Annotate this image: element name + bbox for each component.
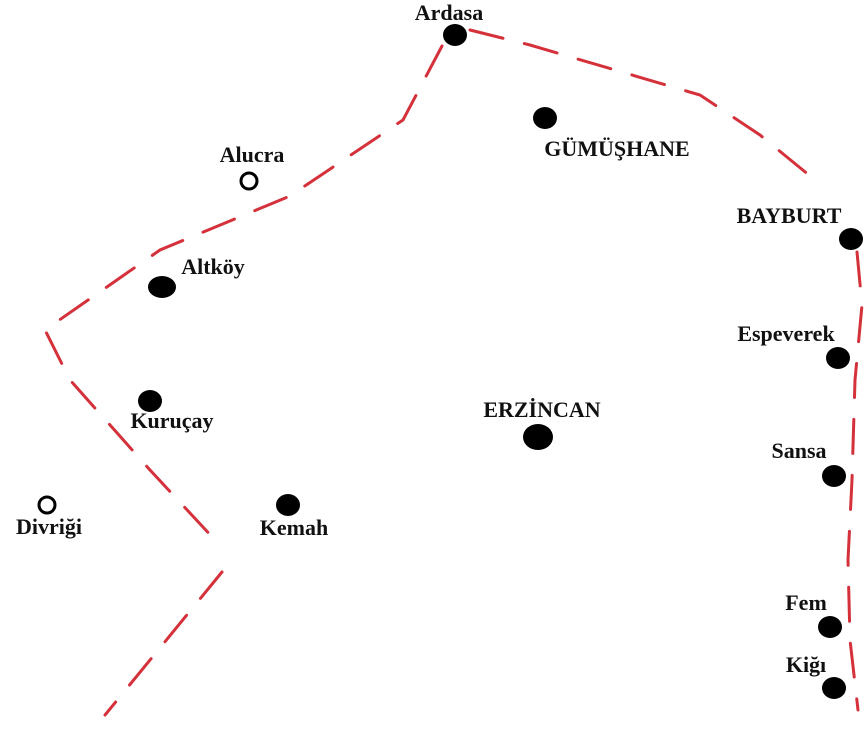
border-dash-segment xyxy=(103,570,224,717)
bayburt-label: BAYBURT xyxy=(737,203,842,228)
gumushane-label: GÜMÜŞHANE xyxy=(544,136,689,161)
border-dash-segment xyxy=(43,44,444,542)
divrigi-label: Divriği xyxy=(16,514,82,539)
sansa-label: Sansa xyxy=(771,438,826,463)
border-line-group xyxy=(43,28,864,717)
border-dash-segment xyxy=(468,28,817,182)
kurucay-label: Kuruçay xyxy=(130,408,213,433)
alucra-marker xyxy=(239,171,259,191)
altkoy-label: Altköy xyxy=(181,254,245,279)
gumushane-marker xyxy=(533,107,557,129)
ardasa-marker xyxy=(443,24,467,46)
altkoy-marker xyxy=(148,276,176,298)
place-markers xyxy=(37,24,863,699)
alucra-label: Alucra xyxy=(220,142,285,167)
bayburt-marker xyxy=(839,228,863,250)
kigi-marker xyxy=(822,677,846,699)
espeverek-marker xyxy=(826,347,850,369)
kemah-label: Kemah xyxy=(260,515,328,540)
kigi-label: Kiğı xyxy=(786,652,826,677)
divrigi-marker xyxy=(37,495,57,515)
fem-label: Fem xyxy=(785,590,827,615)
erzincan-marker xyxy=(523,424,553,450)
sansa-marker xyxy=(822,465,846,487)
espeverek-label: Espeverek xyxy=(737,321,835,346)
border-dash-segment xyxy=(846,250,864,712)
kurucay-marker xyxy=(138,390,162,412)
kemah-marker xyxy=(276,494,300,516)
fem-marker xyxy=(818,616,842,638)
ardasa-label: Ardasa xyxy=(415,0,483,25)
erzincan-label: ERZİNCAN xyxy=(483,397,600,422)
